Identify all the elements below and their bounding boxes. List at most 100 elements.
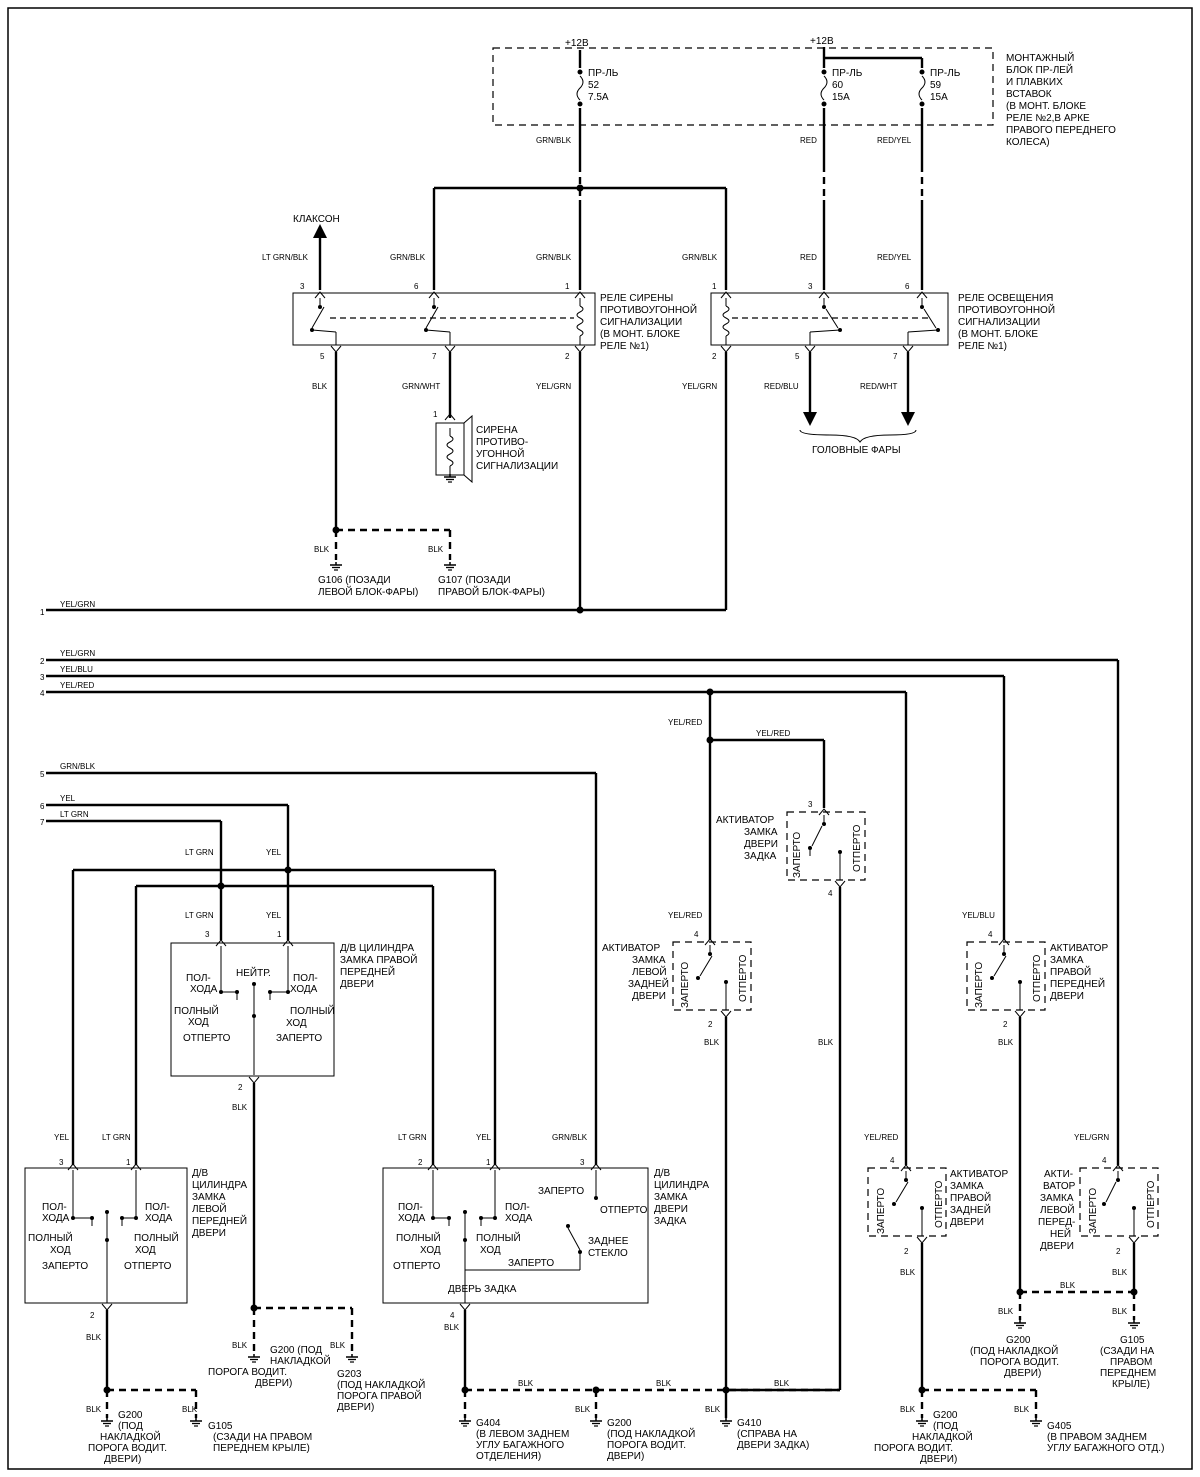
svg-text:ХОД: ХОД bbox=[50, 1245, 71, 1256]
svg-text:ЗАДНЕЕ: ЗАДНЕЕ bbox=[588, 1236, 629, 1247]
svg-text:ДВЕРИ: ДВЕРИ bbox=[632, 991, 666, 1002]
svg-text:4: 4 bbox=[1102, 1156, 1107, 1165]
svg-text:2: 2 bbox=[40, 657, 45, 666]
fuse-60: ПР-ЛЬ 60 15A bbox=[820, 68, 863, 107]
svg-text:5: 5 bbox=[320, 352, 325, 361]
svg-text:YEL: YEL bbox=[60, 794, 76, 803]
svg-text:РЕЛЕ СИРЕНЫ: РЕЛЕ СИРЕНЫ bbox=[600, 293, 673, 304]
svg-text:3: 3 bbox=[580, 1158, 585, 1167]
svg-text:60: 60 bbox=[832, 80, 844, 91]
svg-text:15A: 15A bbox=[832, 92, 850, 103]
svg-text:ДВЕРИ: ДВЕРИ bbox=[1050, 991, 1084, 1002]
svg-text:LT GRN: LT GRN bbox=[398, 1133, 427, 1142]
svg-text:YEL/RED: YEL/RED bbox=[668, 911, 702, 920]
svg-text:ОТПЕРТО: ОТПЕРТО bbox=[738, 954, 749, 1002]
supply-12v-right: +12В bbox=[810, 36, 834, 47]
svg-text:ПОЛ-: ПОЛ- bbox=[505, 1202, 530, 1213]
svg-text:2: 2 bbox=[1116, 1247, 1121, 1256]
svg-text:ХОД: ХОД bbox=[135, 1245, 156, 1256]
svg-text:2: 2 bbox=[418, 1158, 423, 1167]
svg-text:ХОДА: ХОДА bbox=[505, 1213, 533, 1224]
svg-text:Д/В: Д/В bbox=[192, 1168, 209, 1179]
svg-text:ПОЛНЫЙ: ПОЛНЫЙ bbox=[290, 1004, 335, 1017]
svg-text:YEL/BLU: YEL/BLU bbox=[60, 665, 93, 674]
svg-text:ЛЕВОЙ: ЛЕВОЙ bbox=[1040, 1203, 1075, 1216]
page-frame bbox=[7, 7, 1193, 1470]
svg-text:ДВЕРИ: ДВЕРИ bbox=[1040, 1241, 1074, 1252]
svg-text:BLK: BLK bbox=[774, 1379, 790, 1388]
svg-text:ОТПЕРТО: ОТПЕРТО bbox=[934, 1180, 945, 1228]
svg-text:ХОД: ХОД bbox=[286, 1018, 307, 1029]
svg-text:BLK: BLK bbox=[1060, 1281, 1076, 1290]
svg-text:7: 7 bbox=[432, 352, 437, 361]
svg-text:4: 4 bbox=[988, 930, 993, 939]
svg-text:ДВЕРИ: ДВЕРИ bbox=[654, 1204, 688, 1215]
svg-text:АКТИВАТОР: АКТИВАТОР bbox=[950, 1169, 1008, 1180]
svg-text:RED/YEL: RED/YEL bbox=[877, 253, 912, 262]
svg-text:ЗАДКА: ЗАДКА bbox=[744, 851, 777, 862]
svg-text:ПОЛНЫЙ: ПОЛНЫЙ bbox=[476, 1231, 521, 1244]
fuse-block: МОНТАЖНЫЙ БЛОК ПР-ЛЕЙ И ПЛАВКИХ ВСТАВОК … bbox=[492, 47, 1116, 148]
svg-text:БЛОК ПР-ЛЕЙ: БЛОК ПР-ЛЕЙ bbox=[1006, 63, 1073, 76]
svg-text:(В МОНТ. БЛОКЕ: (В МОНТ. БЛОКЕ bbox=[1006, 101, 1086, 112]
svg-text:YEL/GRN: YEL/GRN bbox=[60, 649, 95, 658]
svg-text:BLK: BLK bbox=[1112, 1307, 1128, 1316]
svg-text:ХОДА: ХОДА bbox=[145, 1213, 173, 1224]
svg-text:ПРАВОЙ: ПРАВОЙ bbox=[950, 1191, 991, 1204]
svg-text:BLK: BLK bbox=[705, 1405, 721, 1414]
svg-text:RED/BLU: RED/BLU bbox=[764, 382, 799, 391]
svg-text:ОТПЕРТО: ОТПЕРТО bbox=[1146, 1180, 1157, 1228]
svg-text:RED/YEL: RED/YEL bbox=[877, 136, 912, 145]
svg-text:2: 2 bbox=[90, 1311, 95, 1320]
svg-text:YEL/GRN: YEL/GRN bbox=[1074, 1133, 1109, 1142]
svg-text:BLK: BLK bbox=[428, 545, 444, 554]
svg-text:ПОЛНЫЙ: ПОЛНЫЙ bbox=[174, 1004, 219, 1017]
siren-relay: 3 6 1 5 7 2 РЕЛЕ СИРЕНЫ ПРОТИВОУ bbox=[292, 282, 697, 361]
svg-text:LT GRN: LT GRN bbox=[102, 1133, 131, 1142]
svg-text:ХОДА: ХОДА bbox=[290, 984, 318, 995]
svg-text:ПОЛ-: ПОЛ- bbox=[293, 973, 318, 984]
svg-text:ОТПЕРТО: ОТПЕРТО bbox=[393, 1261, 441, 1272]
svg-text:НЕЙТР.: НЕЙТР. bbox=[236, 966, 271, 979]
svg-text:LT GRN: LT GRN bbox=[185, 911, 214, 920]
svg-text:BLK: BLK bbox=[330, 1341, 346, 1350]
svg-text:МОНТАЖНЫЙ: МОНТАЖНЫЙ bbox=[1006, 51, 1074, 64]
svg-text:2: 2 bbox=[904, 1247, 909, 1256]
switch-right-front-door: 3 1 ПОЛ- ХОДА НЕЙТР. ПОЛ- ХОДА ПОЛНЫЙ ХО… bbox=[170, 930, 417, 1092]
svg-text:ПРОТИВОУГОННОЙ: ПРОТИВОУГОННОЙ bbox=[958, 303, 1055, 316]
svg-text:ЗАПЕРТО: ЗАПЕРТО bbox=[42, 1261, 88, 1272]
actuator-right-rear-door: 4 ЗАПЕРТО ОТПЕРТО 2 АКТИВАТОР ЗАМКА ПРАВ… bbox=[867, 1156, 1008, 1256]
svg-text:YEL/RED: YEL/RED bbox=[756, 729, 790, 738]
svg-text:BLK: BLK bbox=[656, 1379, 672, 1388]
svg-text:РЕЛЕ ОСВЕЩЕНИЯ: РЕЛЕ ОСВЕЩЕНИЯ bbox=[958, 293, 1053, 304]
svg-text:ЗАПЕРТО: ЗАПЕРТО bbox=[508, 1258, 554, 1269]
svg-text:LT GRN/BLK: LT GRN/BLK bbox=[262, 253, 309, 262]
svg-text:ПОЛНЫЙ: ПОЛНЫЙ bbox=[134, 1231, 179, 1244]
fuse-59: ПР-ЛЬ 59 15A bbox=[918, 68, 961, 107]
svg-text:BLK: BLK bbox=[998, 1307, 1014, 1316]
svg-text:BLK: BLK bbox=[900, 1268, 916, 1277]
svg-text:RED: RED bbox=[800, 136, 817, 145]
svg-text:YEL/RED: YEL/RED bbox=[60, 681, 94, 690]
svg-text:ЗАМКА: ЗАМКА bbox=[1040, 1193, 1074, 1204]
svg-text:ОТПЕРТО: ОТПЕРТО bbox=[183, 1033, 231, 1044]
svg-text:(В МОНТ. БЛОКЕ: (В МОНТ. БЛОКЕ bbox=[958, 329, 1038, 340]
svg-text:4: 4 bbox=[890, 1156, 895, 1165]
switch-tailgate: 2 1 3 ПОЛ- ХОДА ПОЛ- ХОДА ПОЛНЫЙ ХОД ОТП… bbox=[382, 1158, 709, 1320]
svg-text:ХОДА: ХОДА bbox=[42, 1213, 70, 1224]
svg-text:ВСТАВОК: ВСТАВОК bbox=[1006, 89, 1052, 100]
svg-text:ПОЛНЫЙ: ПОЛНЫЙ bbox=[28, 1231, 73, 1244]
svg-text:LT GRN: LT GRN bbox=[185, 848, 214, 857]
svg-text:СИРЕНА: СИРЕНА bbox=[476, 425, 518, 436]
svg-text:5: 5 bbox=[795, 352, 800, 361]
svg-text:ПРАВОГО ПЕРЕДНЕГО: ПРАВОГО ПЕРЕДНЕГО bbox=[1006, 125, 1116, 136]
svg-text:GRN/BLK: GRN/BLK bbox=[390, 253, 426, 262]
svg-text:ПР-ЛЬ: ПР-ЛЬ bbox=[930, 68, 961, 79]
svg-text:КОЛЕСА): КОЛЕСА) bbox=[1006, 137, 1050, 148]
